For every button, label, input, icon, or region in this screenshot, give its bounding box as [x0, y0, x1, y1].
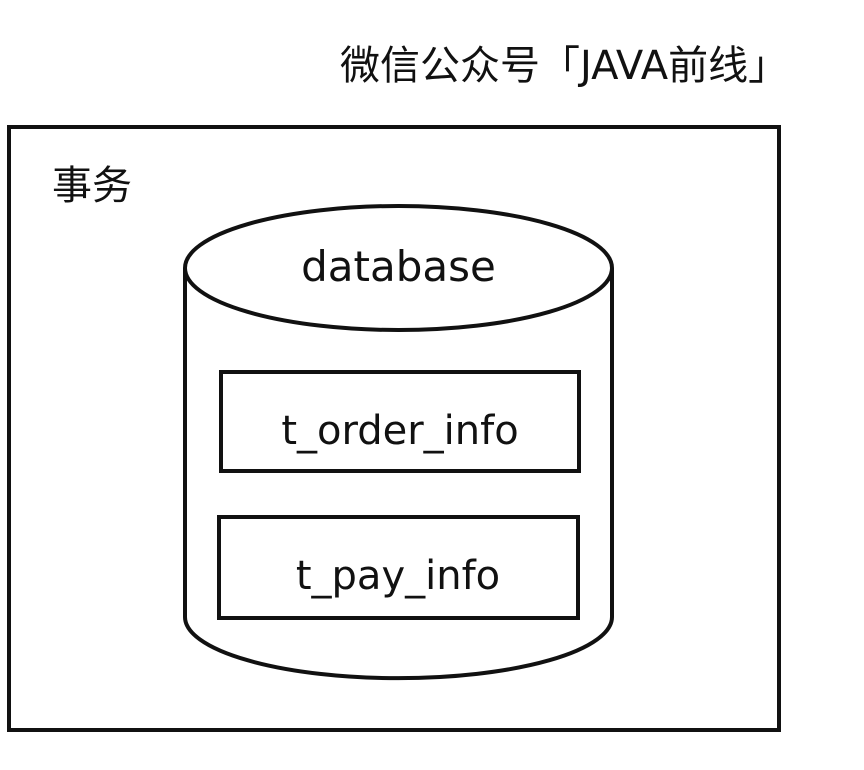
transaction-frame: [7, 125, 781, 732]
table-label-order-info: t_order_info: [281, 408, 519, 454]
watermark-text: 微信公众号「JAVA前线」: [340, 43, 789, 89]
database-label: database: [301, 242, 496, 291]
transaction-label: 事务: [52, 163, 132, 209]
table-box-pay-info: [217, 515, 580, 620]
table-box-order-info: [219, 370, 581, 473]
database-cylinder-body: [183, 268, 614, 681]
table-label-pay-info: t_pay_info: [295, 553, 501, 599]
database-cylinder-top: [183, 204, 614, 332]
